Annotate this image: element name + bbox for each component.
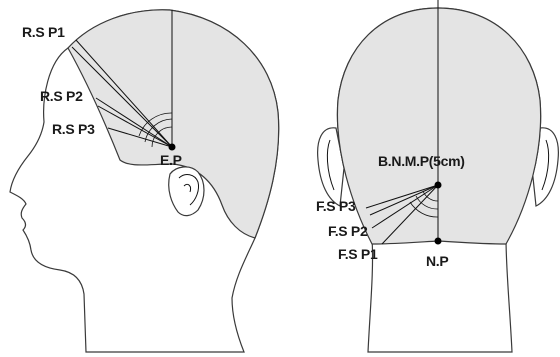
label-rsp3: R.S P3 [52,121,95,137]
ep-point [169,144,176,151]
label-np: N.P [426,253,448,269]
np-point [435,238,442,245]
label-bnmp: B.N.M.P(5cm) [378,153,465,169]
label-fsp1: F.S P1 [338,246,378,262]
back-hair-region [337,8,540,244]
side-view-head: R.S P1 R.S P2 R.S P3 E.P [10,10,279,352]
bnmp-point [435,182,442,189]
back-view-head: B.N.M.P(5cm) F.S P3 F.S P2 F.S P1 N.P [316,0,558,352]
label-ep: E.P [160,152,182,168]
label-fsp2: F.S P2 [328,223,368,239]
label-fsp3: F.S P3 [316,198,356,214]
label-rsp1: R.S P1 [22,24,65,40]
label-rsp2: R.S P2 [40,88,83,104]
